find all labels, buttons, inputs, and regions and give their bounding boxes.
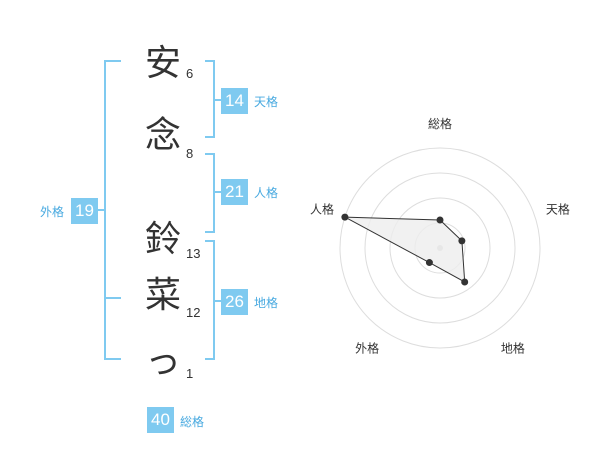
stroke-count-2: 8 <box>186 146 194 161</box>
tenkaku-value: 14 <box>221 88 248 114</box>
radar-ring <box>339 147 541 349</box>
radar-axis-label: 天格 <box>546 202 570 217</box>
radar-ring <box>389 197 491 299</box>
radar-axis-label: 総格 <box>428 116 452 131</box>
jinkaku-value: 21 <box>221 179 248 205</box>
radar-point <box>341 213 349 221</box>
radar-axis-label: 地格 <box>501 340 525 355</box>
radar-polygon <box>344 216 466 283</box>
radar-point <box>425 259 433 267</box>
jinkaku-label: 人格 <box>254 186 279 200</box>
tenkaku-label: 天格 <box>254 95 279 109</box>
chikaku-label: 地格 <box>254 296 279 310</box>
radar-axis-label: 外格 <box>355 340 379 355</box>
chikaku-value: 26 <box>221 289 248 315</box>
radar-ring <box>364 172 516 324</box>
radar-point <box>436 216 444 224</box>
name-char-1: 安 <box>144 43 181 84</box>
soukaku-label: 総格 <box>180 415 205 429</box>
radar-point <box>461 278 469 286</box>
name-char-2: 念 <box>144 115 181 156</box>
stroke-count-1: 6 <box>186 66 194 81</box>
radar-point <box>458 237 466 245</box>
stroke-count-3: 13 <box>186 246 201 261</box>
name-char-3: 鈴 <box>144 219 181 260</box>
gaikaku-label: 外格 <box>40 205 65 219</box>
name-char-4: 菜 <box>144 275 181 316</box>
stroke-count-5: 1 <box>186 366 194 381</box>
name-char-5: っ <box>144 341 181 382</box>
stroke-count-4: 12 <box>186 305 201 320</box>
radar-axis-label: 人格 <box>310 202 334 217</box>
soukaku-value: 40 <box>147 407 174 433</box>
gaikaku-value: 19 <box>71 198 98 224</box>
